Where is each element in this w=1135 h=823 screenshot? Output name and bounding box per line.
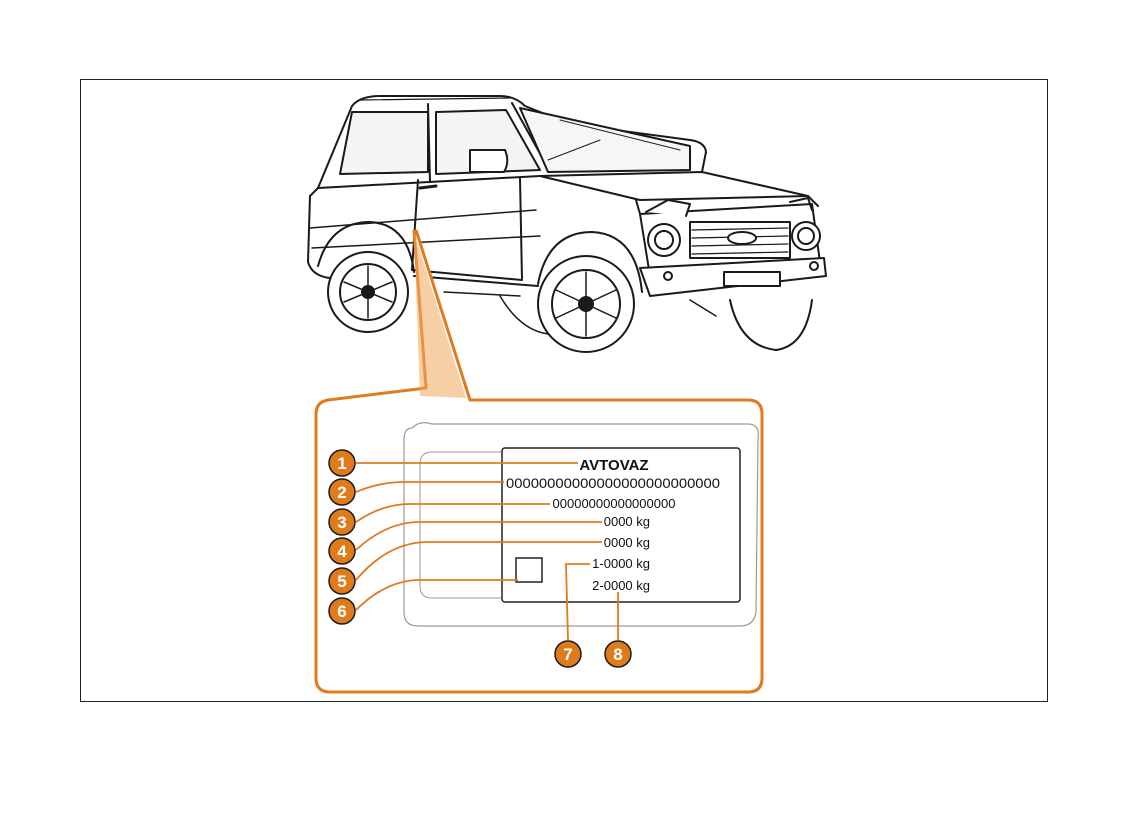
callout-number: 8 [613, 645, 622, 664]
plate-type-approval: 00000000000000000 [553, 496, 676, 511]
callout-marker-7: 7 [555, 641, 581, 667]
callout-number: 3 [337, 513, 346, 532]
callout-marker-6: 6 [329, 598, 355, 624]
plate-gross-mass: 0000 kg [604, 514, 650, 529]
plate-train-mass: 0000 kg [604, 535, 650, 550]
callout-marker-3: 3 [329, 509, 355, 535]
plate-axle2-load: 2-0000 kg [592, 578, 650, 593]
callout-marker-1: 1 [329, 450, 355, 476]
plate-manufacturer: AVTOVAZ [579, 457, 648, 474]
callout-marker-4: 4 [329, 538, 355, 564]
callout-marker-5: 5 [329, 568, 355, 594]
plate-vin: 00000000000000000000000000 [506, 475, 720, 491]
callout-number: 4 [337, 542, 347, 561]
callout-number: 6 [337, 602, 346, 621]
callout-marker-2: 2 [329, 479, 355, 505]
callout-number: 5 [337, 572, 346, 591]
callout-marker-8: 8 [605, 641, 631, 667]
certification-mark-box [516, 558, 542, 582]
identification-plate: AVTOVAZ 00000000000000000000000000 00000… [502, 448, 740, 602]
suv-illustration [308, 96, 826, 352]
callout-number: 7 [563, 645, 572, 664]
callout-number: 2 [337, 483, 346, 502]
callout-number: 1 [337, 454, 346, 473]
plate-axle1-load: 1-0000 kg [592, 556, 650, 571]
